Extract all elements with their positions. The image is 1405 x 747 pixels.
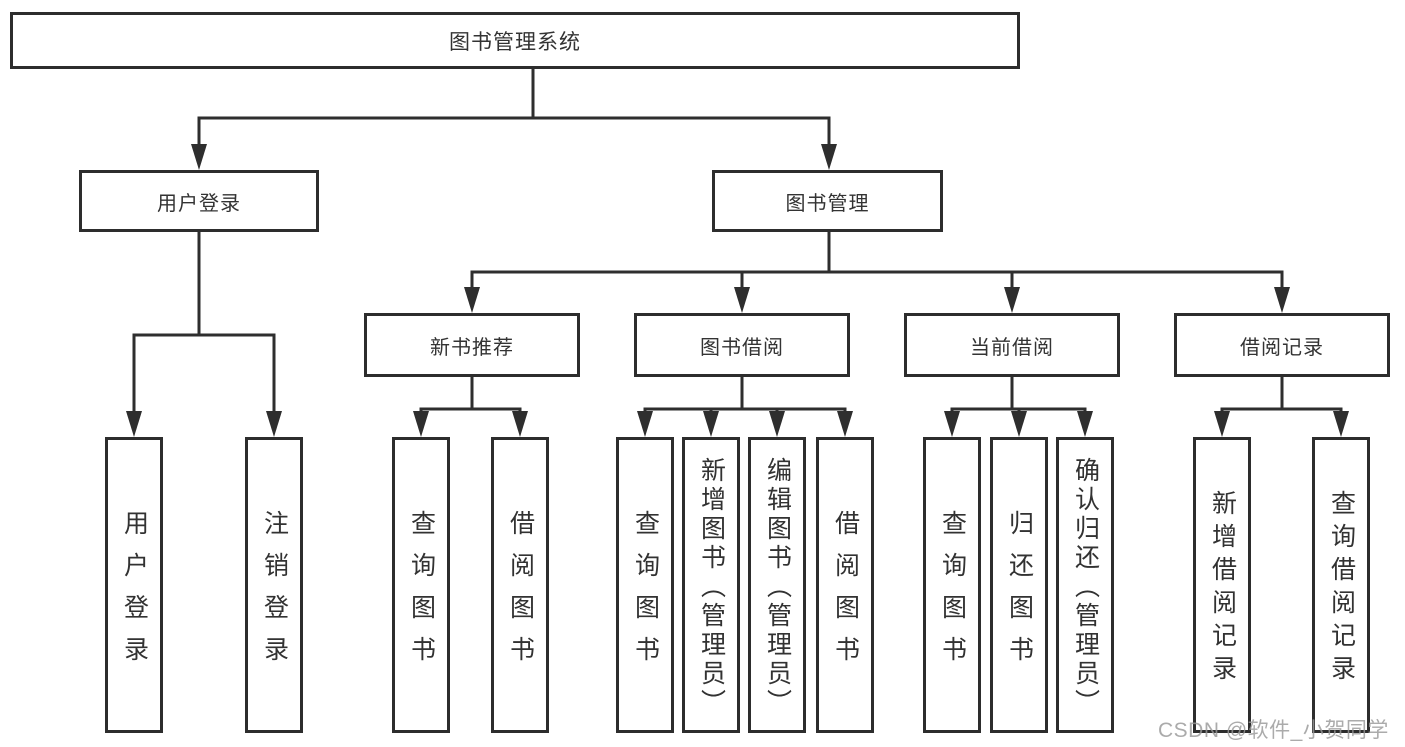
arrowhead-icon [821, 144, 837, 170]
arrowhead-icon [1011, 411, 1027, 437]
node-borrow-record: 借阅记录 [1174, 313, 1390, 377]
arrowhead-icon [637, 411, 653, 437]
leaf-label: 归还图书 [1005, 509, 1034, 678]
leaf-label: 编辑图书（管理员） [763, 456, 792, 718]
leaf-record-add-borrow-record: 新增借阅记录 [1193, 437, 1251, 733]
arrowhead-icon [1077, 411, 1093, 437]
leaf-recommend-query-book: 查询图书 [392, 437, 450, 733]
node-label: 借阅记录 [1240, 336, 1324, 359]
leaf-label: 确认归还（管理员） [1071, 456, 1100, 718]
leaf-label: 查询图书 [938, 509, 967, 678]
arrowhead-icon [1214, 411, 1230, 437]
leaf-label: 注销登录 [260, 509, 289, 678]
arrowhead-icon [769, 411, 785, 437]
leaf-current-return-book: 归还图书 [990, 437, 1048, 733]
node-current-borrow: 当前借阅 [904, 313, 1120, 377]
arrowhead-icon [1274, 287, 1290, 313]
leaf-label: 新增借阅记录 [1208, 490, 1237, 688]
node-label: 用户登录 [157, 192, 241, 215]
connector-book-management-to-level3 [464, 232, 1290, 313]
node-book-management: 图书管理 [712, 170, 943, 232]
arrowhead-icon [464, 287, 480, 313]
connector-book-borrow-to-leaves [637, 377, 853, 437]
leaf-borrow-query-book: 查询图书 [616, 437, 674, 733]
arrowhead-icon [734, 287, 750, 313]
arrowhead-icon [266, 411, 282, 437]
connector-current-borrow-to-leaves [944, 377, 1093, 437]
node-label: 图书管理系统 [449, 30, 581, 54]
arrowhead-icon [1333, 411, 1349, 437]
node-library-management-system: 图书管理系统 [10, 12, 1020, 69]
leaf-borrow-add-book-admin: 新增图书（管理员） [682, 437, 740, 733]
leaf-borrow-borrow-book: 借阅图书 [816, 437, 874, 733]
leaf-label: 查询图书 [631, 509, 660, 678]
connector-user-login-to-leaves [126, 232, 282, 437]
node-new-book-recommend: 新书推荐 [364, 313, 580, 377]
leaf-record-query-borrow-record: 查询借阅记录 [1312, 437, 1370, 733]
arrowhead-icon [413, 411, 429, 437]
connector-root-to-level2 [191, 68, 837, 170]
leaf-label: 用户登录 [120, 509, 149, 678]
connector-borrow-record-to-leaves [1214, 377, 1349, 437]
leaf-label: 借阅图书 [831, 509, 860, 678]
node-book-borrow: 图书借阅 [634, 313, 850, 377]
leaf-label: 查询图书 [407, 509, 436, 678]
csdn-watermark: CSDN @软件_小贺同学 [1158, 719, 1389, 742]
leaf-recommend-borrow-book: 借阅图书 [491, 437, 549, 733]
arrowhead-icon [1004, 287, 1020, 313]
connector-new-book-recommend-to-leaves [413, 377, 528, 437]
arrowhead-icon [126, 411, 142, 437]
node-label: 当前借阅 [970, 336, 1054, 359]
leaf-label: 新增图书（管理员） [697, 456, 726, 718]
leaf-current-query-book: 查询图书 [923, 437, 981, 733]
arrowhead-icon [512, 411, 528, 437]
leaf-current-confirm-return-admin: 确认归还（管理员） [1056, 437, 1114, 733]
node-label: 图书借阅 [700, 336, 784, 359]
arrowhead-icon [944, 411, 960, 437]
leaf-label: 借阅图书 [506, 509, 535, 678]
leaf-user-login: 用户登录 [105, 437, 163, 733]
node-label: 图书管理 [785, 192, 870, 215]
leaf-borrow-edit-book-admin: 编辑图书（管理员） [748, 437, 806, 733]
node-user-login: 用户登录 [79, 170, 319, 232]
leaf-logout: 注销登录 [245, 437, 303, 733]
node-label: 新书推荐 [430, 336, 514, 359]
arrowhead-icon [191, 144, 207, 170]
arrowhead-icon [703, 411, 719, 437]
arrowhead-icon [837, 411, 853, 437]
leaf-label: 查询借阅记录 [1327, 490, 1356, 688]
